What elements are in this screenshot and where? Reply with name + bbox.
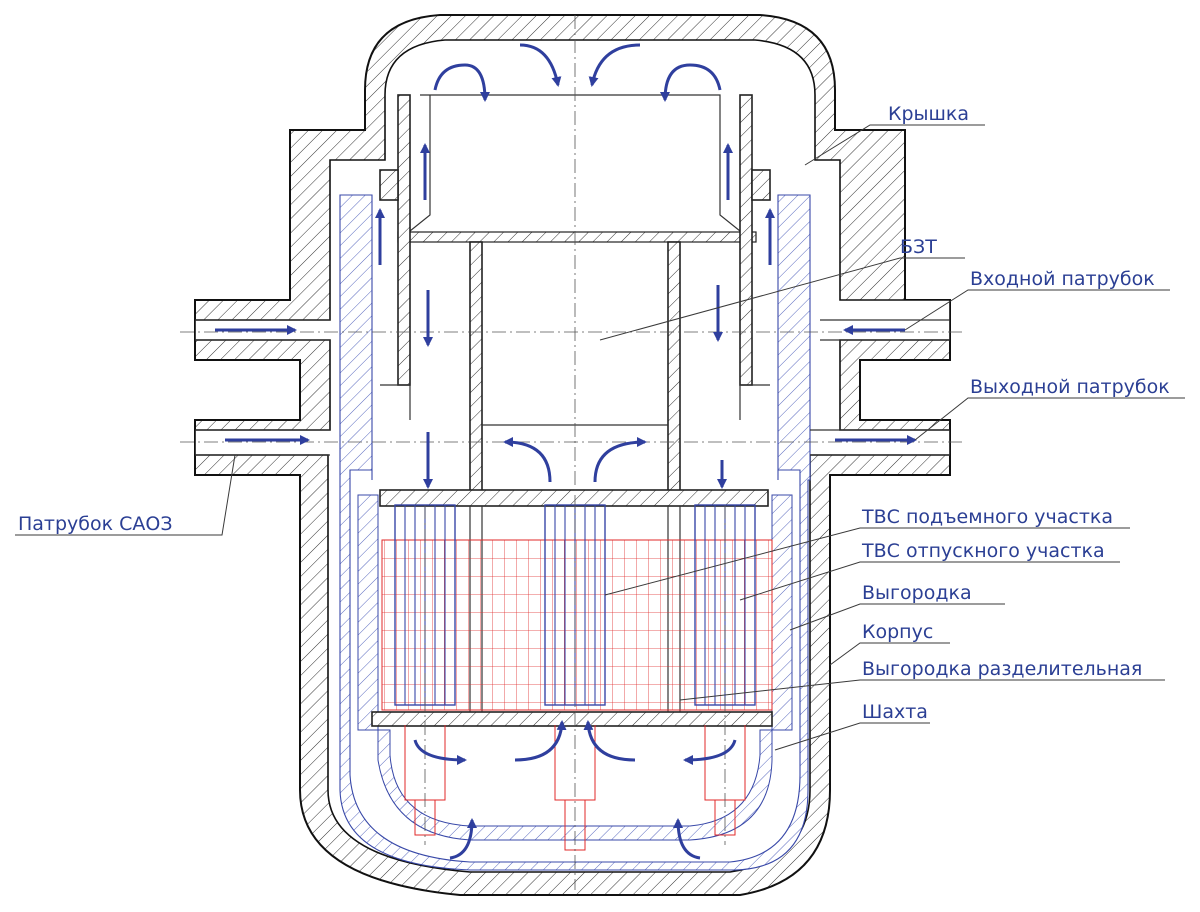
baffle — [357, 494, 793, 841]
inlet-nozzle-left — [195, 319, 330, 341]
label-bzt: БЗТ — [900, 236, 937, 258]
shaft — [339, 194, 811, 871]
inlet-nozzle-right — [820, 319, 950, 341]
bzt-block — [371, 94, 773, 727]
label-shaft: Шахта — [862, 701, 928, 723]
flow-arrows — [215, 43, 917, 860]
outlet-nozzle-right — [810, 429, 950, 456]
leader-lines — [15, 124, 1185, 751]
label-lid: Крышка — [888, 103, 969, 125]
label-baffle-split: Выгородка разделительная — [862, 658, 1142, 680]
label-baffle: Выгородка — [862, 582, 972, 604]
label-vessel: Корпус — [862, 621, 933, 643]
label-outlet-nozzle: Выходной патрубок — [970, 376, 1170, 398]
axis-lines — [180, 15, 965, 890]
core-red-grid — [381, 539, 773, 711]
label-saoz-nozzle: Патрубок САОЗ — [18, 513, 173, 535]
outlet-nozzle-left — [195, 429, 330, 456]
label-tvs-lift: ТВС подъемного участка — [861, 506, 1113, 528]
label-inlet-nozzle: Входной патрубок — [970, 268, 1155, 290]
label-tvs-release: ТВС отпускного участка — [861, 540, 1105, 562]
